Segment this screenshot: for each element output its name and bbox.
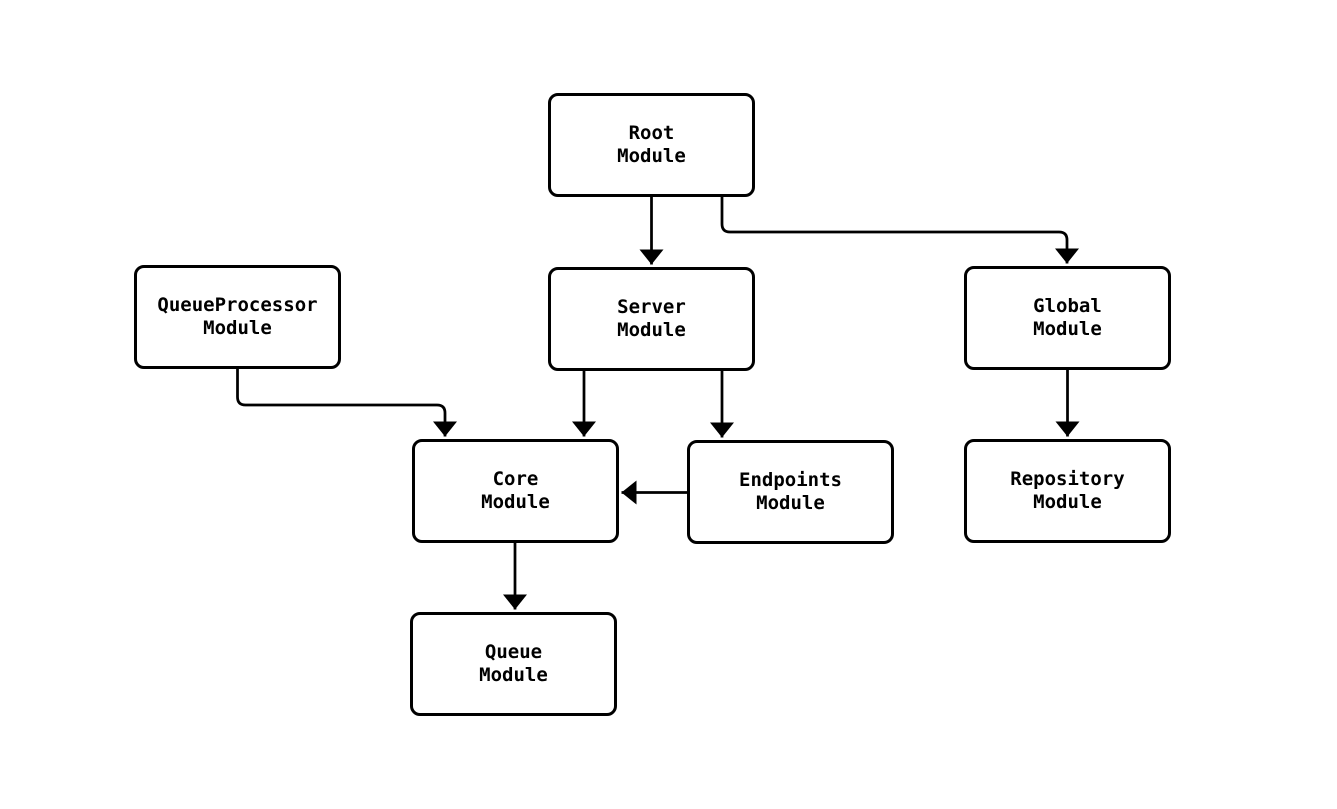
node-core-module-label: Core Module (481, 468, 550, 513)
node-queueprocessor-module-label: QueueProcessor Module (157, 294, 318, 339)
edge-queueprocessor-core (236, 369, 457, 437)
node-server-module-label: Server Module (617, 296, 686, 341)
node-core-module: Core Module (412, 439, 619, 543)
node-server-module: Server Module (548, 267, 755, 371)
node-endpoints-module: Endpoints Module (687, 440, 894, 544)
node-repository-module-label: Repository Module (1010, 468, 1125, 513)
edge-root-global (720, 197, 1079, 264)
node-queue-module: Queue Module (410, 612, 617, 716)
node-queueprocessor-module: QueueProcessor Module (134, 265, 341, 369)
node-root-module: Root Module (548, 93, 755, 197)
node-global-module-label: Global Module (1033, 295, 1102, 340)
node-global-module: Global Module (964, 266, 1171, 370)
node-repository-module: Repository Module (964, 439, 1171, 543)
node-root-module-label: Root Module (617, 122, 686, 167)
node-queue-module-label: Queue Module (479, 641, 548, 686)
node-endpoints-module-label: Endpoints Module (739, 469, 842, 514)
